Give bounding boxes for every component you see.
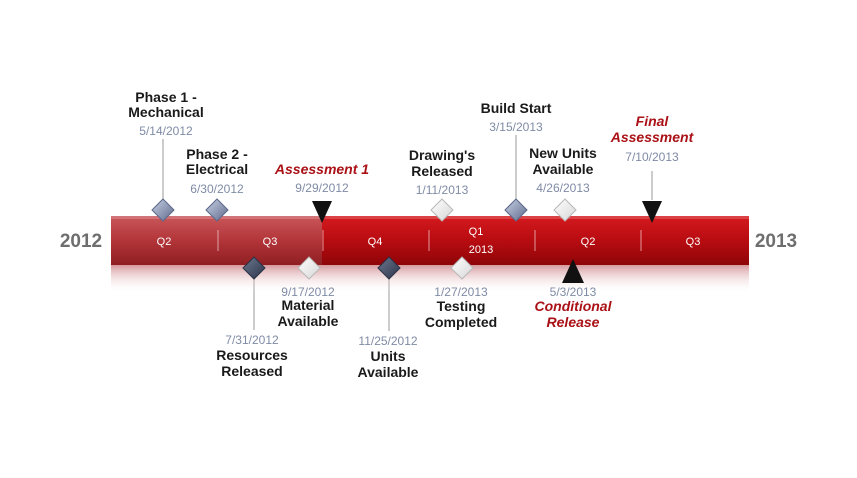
milestone-title: Released	[411, 163, 472, 179]
milestone-title: Phase 2 -	[186, 146, 248, 162]
milestone-date: 9/29/2012	[295, 181, 349, 195]
start-year-label: 2012	[60, 231, 102, 252]
milestone-diamond-icon	[151, 198, 175, 222]
quarter-label: Q2	[581, 236, 596, 248]
milestone-date: 1/27/2013	[434, 285, 488, 299]
milestone-date: 9/17/2012	[281, 285, 335, 299]
milestone-diamond-icon	[430, 198, 454, 222]
milestone-title: Completed	[425, 314, 497, 330]
milestone-title: Conditional	[535, 298, 613, 314]
bar-past-segment	[111, 216, 322, 265]
milestone-assessment1: Assessment 1 9/29/2012	[274, 161, 369, 223]
milestone-date: 7/10/2013	[625, 150, 679, 164]
milestone-diamond-icon	[377, 256, 401, 280]
milestone-phase1: Phase 1 -Mechanical 5/14/2012	[128, 89, 204, 222]
milestone-diamond-icon	[504, 198, 528, 222]
milestone-diamond-icon	[297, 256, 321, 280]
milestone-diamond-icon	[205, 198, 229, 222]
milestone-date: 6/30/2012	[190, 182, 244, 196]
milestone-date: 5/3/2013	[550, 285, 597, 299]
milestone-diamond-icon	[450, 256, 474, 280]
quarter-dividers	[217, 230, 642, 251]
milestone-date: 4/26/2013	[536, 181, 590, 195]
quarter-label: Q4	[368, 236, 383, 248]
milestone-title: Assessment 1	[274, 161, 369, 177]
milestone-title: Testing	[437, 298, 486, 314]
milestone-date: 11/25/2012	[358, 334, 417, 348]
milestone-title: Released	[221, 363, 282, 379]
milestone-triangle-down-icon	[642, 201, 662, 223]
milestone-title: Resources	[216, 347, 288, 363]
quarter-year-label: 2013	[469, 244, 493, 256]
bar-highlight	[111, 216, 749, 219]
quarter-labels: Q2 Q3 Q4 Q1 2013 Q2 Q3	[157, 226, 701, 256]
timeline-bar	[111, 216, 749, 293]
milestone-title: Electrical	[186, 161, 248, 177]
quarter-label: Q2	[157, 236, 172, 248]
milestone-title: Assessment	[610, 129, 695, 145]
milestone-title: Units	[371, 348, 406, 364]
milestone-title: Build Start	[481, 100, 552, 116]
milestone-title: Available	[533, 161, 594, 177]
milestone-title: New Units	[529, 145, 597, 161]
milestone-title: Final	[636, 113, 670, 129]
end-year-label: 2013	[755, 231, 797, 252]
milestone-triangle-down-icon	[312, 201, 332, 223]
milestone-diamond-icon	[242, 256, 266, 280]
quarter-label: Q3	[263, 236, 278, 248]
milestone-title: Available	[278, 313, 339, 329]
milestone-title: Phase 1 -	[135, 89, 197, 105]
milestone-date: 5/14/2012	[139, 124, 193, 138]
milestone-date: 7/31/2012	[225, 333, 279, 347]
milestone-date: 3/15/2013	[489, 120, 543, 134]
milestone-title: Release	[547, 314, 600, 330]
milestone-build: Build Start 3/15/2013	[481, 100, 552, 222]
milestone-diamond-icon	[553, 198, 577, 222]
milestone-title: Material	[282, 297, 335, 313]
milestone-phase2: Phase 2 -Electrical 6/30/2012	[186, 146, 248, 222]
bar-reflection	[111, 265, 749, 293]
milestone-title: Mechanical	[128, 104, 203, 120]
quarter-label: Q3	[686, 236, 701, 248]
quarter-label: Q1	[469, 226, 484, 238]
milestone-date: 1/11/2013	[416, 183, 469, 197]
milestone-triangle-up-icon	[562, 259, 584, 283]
milestone-title: Available	[358, 364, 419, 380]
milestone-title: Drawing's	[409, 147, 476, 163]
